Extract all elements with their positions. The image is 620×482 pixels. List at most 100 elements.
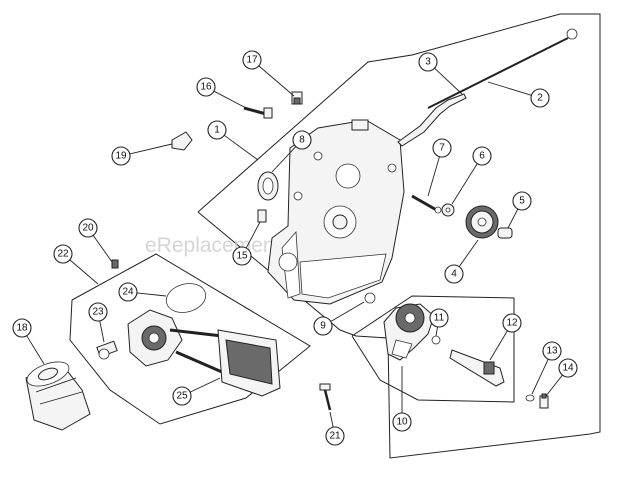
callout-circle-2 [530, 88, 550, 108]
callout-circle-10 [392, 412, 412, 432]
ball-11 [431, 335, 441, 345]
callout-leader-9 [330, 301, 365, 322]
callout-leader-1 [223, 134, 259, 161]
callout-circle-12 [502, 313, 522, 333]
callout-label-2: 2 [537, 93, 543, 104]
callout-leader-15 [245, 221, 261, 249]
oil-seal [257, 171, 279, 201]
callout-leader-7 [427, 156, 440, 197]
oil-cooler [127, 309, 281, 397]
callout-circle-4 [444, 264, 464, 284]
callout-circle-14 [558, 358, 578, 378]
callout-leader-5 [507, 208, 519, 229]
callout-leader-6 [451, 163, 478, 205]
callout-label-5: 5 [519, 196, 525, 207]
callout-leader-24 [136, 292, 167, 297]
callout-label-24: 24 [122, 287, 134, 298]
callout-leader-25 [189, 377, 221, 393]
clip-20 [111, 259, 119, 269]
crankcase-cover [267, 119, 405, 305]
callout-circle-19 [111, 146, 131, 166]
callout-label-22: 22 [57, 249, 69, 260]
screw-16 [243, 106, 273, 119]
callout-leader-16 [213, 90, 247, 109]
gear-4 [465, 205, 499, 239]
governor-shaft [449, 349, 505, 387]
callout-circle-7 [432, 138, 452, 158]
screw-14 [539, 393, 549, 409]
callout-circle-11 [429, 308, 449, 328]
callout-leader-23 [99, 320, 105, 343]
callout-leader-20 [92, 235, 113, 263]
pin-7 [411, 194, 442, 214]
callout-label-11: 11 [434, 313, 445, 324]
callout-leaders [26, 65, 563, 428]
callout-label-8: 8 [299, 135, 305, 146]
callout-circle-5 [512, 191, 532, 211]
pin-5 [497, 227, 513, 239]
callout-circle-24 [118, 282, 138, 302]
screw-15 [257, 209, 267, 223]
callout-circle-17 [242, 50, 262, 70]
callout-circle-21 [325, 426, 345, 446]
callout-circle-15 [232, 246, 252, 266]
callout-label-18: 18 [16, 323, 28, 334]
oil-cooler-group-outline [69, 253, 311, 425]
callout-label-20: 20 [82, 223, 94, 234]
washer-13 [525, 394, 535, 402]
callout-label-19: 19 [115, 151, 127, 162]
callout-circle-16 [196, 77, 216, 97]
callout-circle-6 [472, 146, 492, 166]
callout-circle-3 [418, 52, 438, 72]
washer-6 [441, 203, 455, 217]
dipstick-tube [397, 93, 467, 147]
callout-leader-12 [489, 330, 508, 361]
callout-leader-3 [434, 67, 463, 95]
callout-circle-1 [207, 120, 227, 140]
callout-leader-4 [458, 239, 479, 267]
callout-label-17: 17 [246, 55, 258, 66]
callout-label-1: 1 [214, 125, 220, 136]
callout-circle-8 [292, 130, 312, 150]
callout-circle-9 [313, 316, 333, 336]
callout-label-23: 23 [92, 307, 104, 318]
callout-label-15: 15 [236, 251, 248, 262]
callout-leader-2 [487, 81, 532, 96]
callout-label-3: 3 [425, 57, 431, 68]
callout-label-16: 16 [200, 82, 212, 93]
callout-circle-22 [53, 244, 73, 264]
callout-leader-21 [329, 411, 334, 428]
callout-circle-20 [78, 218, 98, 238]
callout-leader-19 [129, 143, 173, 155]
gear-group-outline [351, 295, 515, 403]
adapter-23 [96, 340, 118, 360]
callout-label-14: 14 [562, 363, 574, 374]
callout-leader-11 [435, 326, 438, 337]
callout-leader-22 [69, 259, 99, 285]
callout-label-21: 21 [329, 431, 341, 442]
callout-label-7: 7 [439, 143, 445, 154]
bolt-21 [319, 383, 332, 411]
callout-label-13: 13 [546, 346, 558, 357]
ball-9 [364, 292, 376, 304]
callout-leader-17 [258, 65, 295, 97]
callout-circle-18 [12, 318, 32, 338]
callout-circle-13 [542, 341, 562, 361]
callout-circle-23 [88, 302, 108, 322]
callout-label-9: 9 [320, 321, 326, 332]
plug-17 [291, 91, 303, 105]
governor-assembly [383, 303, 435, 361]
callout-label-4: 4 [451, 269, 457, 280]
callout-label-12: 12 [506, 318, 518, 329]
callout-leader-13 [531, 358, 549, 395]
breather-19 [171, 131, 193, 151]
callout-label-6: 6 [479, 151, 485, 162]
callout-circle-25 [172, 386, 192, 406]
dipstick [427, 28, 578, 109]
callout-leader-14 [545, 374, 563, 397]
callout-leader-8 [271, 146, 297, 173]
oil-filter [25, 361, 91, 431]
